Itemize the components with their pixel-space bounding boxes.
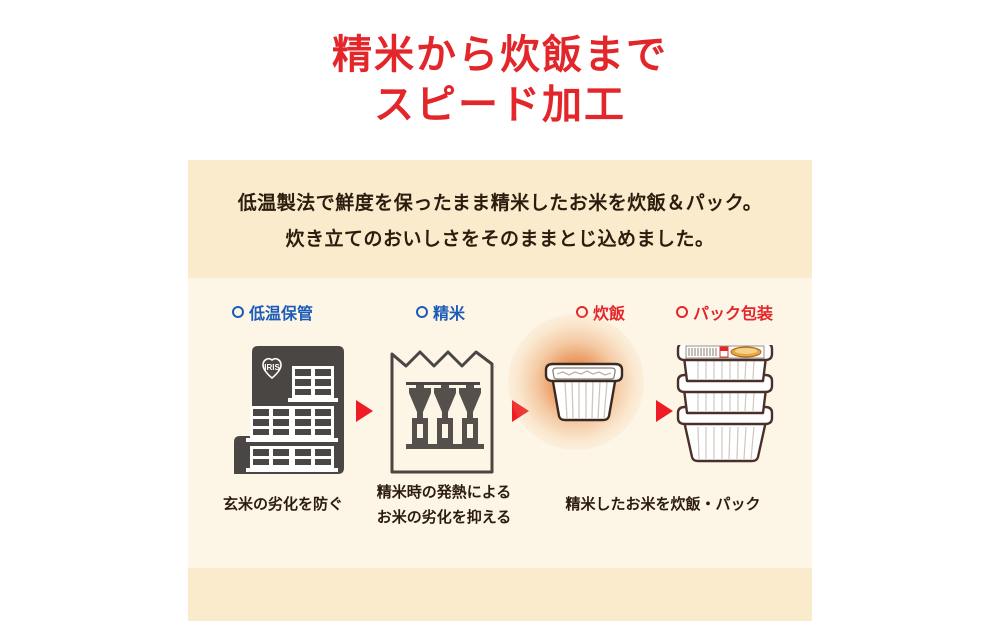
warehouse-building-icon: IRIS xyxy=(222,338,352,479)
step-label-milling: 精米 xyxy=(416,300,465,324)
step-label-text: パック包装 xyxy=(693,306,774,323)
title-line-2: スピード加工 xyxy=(374,83,626,127)
panel-top-band xyxy=(188,160,812,278)
lead-text: 低温製法で鮮度を保ったまま精米したお米を炊飯＆パック。 炊き立てのおいしさをその… xyxy=(188,186,812,258)
cooked-rice-tray-icon xyxy=(508,314,644,450)
rice-milling-factory-icon xyxy=(384,338,502,479)
page-title: 精米から炊飯まで スピード加工 xyxy=(0,30,1000,130)
caption-line: 玄米の劣化を防ぐ xyxy=(222,496,343,513)
arrow-right-icon xyxy=(656,400,673,422)
info-panel: 低温製法で鮮度を保ったまま精米したお米を炊飯＆パック。 炊き立てのおいしさをその… xyxy=(188,160,812,621)
panel-bottom-band xyxy=(188,568,812,621)
step-caption-1: 玄米の劣化を防ぐ xyxy=(208,492,358,517)
step-caption-3: 精米したお米を炊飯・パック xyxy=(538,492,788,517)
svg-text:IRIS: IRIS xyxy=(264,363,280,372)
arrow-right-icon xyxy=(356,400,373,422)
lead-line-2: 炊き立てのおいしさをそのままとじ込めました。 xyxy=(285,229,715,250)
stacked-rice-packs-icon xyxy=(670,341,780,470)
step-label-text: 精米 xyxy=(433,306,466,323)
lead-line-1: 低温製法で鮮度を保ったまま精米したお米を炊飯＆パック。 xyxy=(237,193,763,214)
circle-outline-icon xyxy=(676,306,688,318)
step-caption-2: 精米時の発熱による お米の劣化を抑える xyxy=(364,480,524,530)
step-label-low-temp-storage: 低温保管 xyxy=(232,300,313,324)
caption-line: 精米時の発熱による xyxy=(376,484,512,501)
iris-heart-logo-icon: IRIS xyxy=(262,358,282,380)
step-label-packaging: パック包装 xyxy=(676,300,773,324)
circle-outline-icon xyxy=(232,306,244,318)
circle-outline-icon xyxy=(416,306,428,318)
process-steps: 低温保管 精米 炊飯 パック包装 IRIS xyxy=(188,300,812,550)
step-label-text: 低温保管 xyxy=(249,306,314,323)
caption-line: 精米したお米を炊飯・パック xyxy=(565,496,761,513)
title-line-1: 精米から炊飯まで xyxy=(332,33,668,77)
caption-line: お米の劣化を抑える xyxy=(376,509,512,526)
